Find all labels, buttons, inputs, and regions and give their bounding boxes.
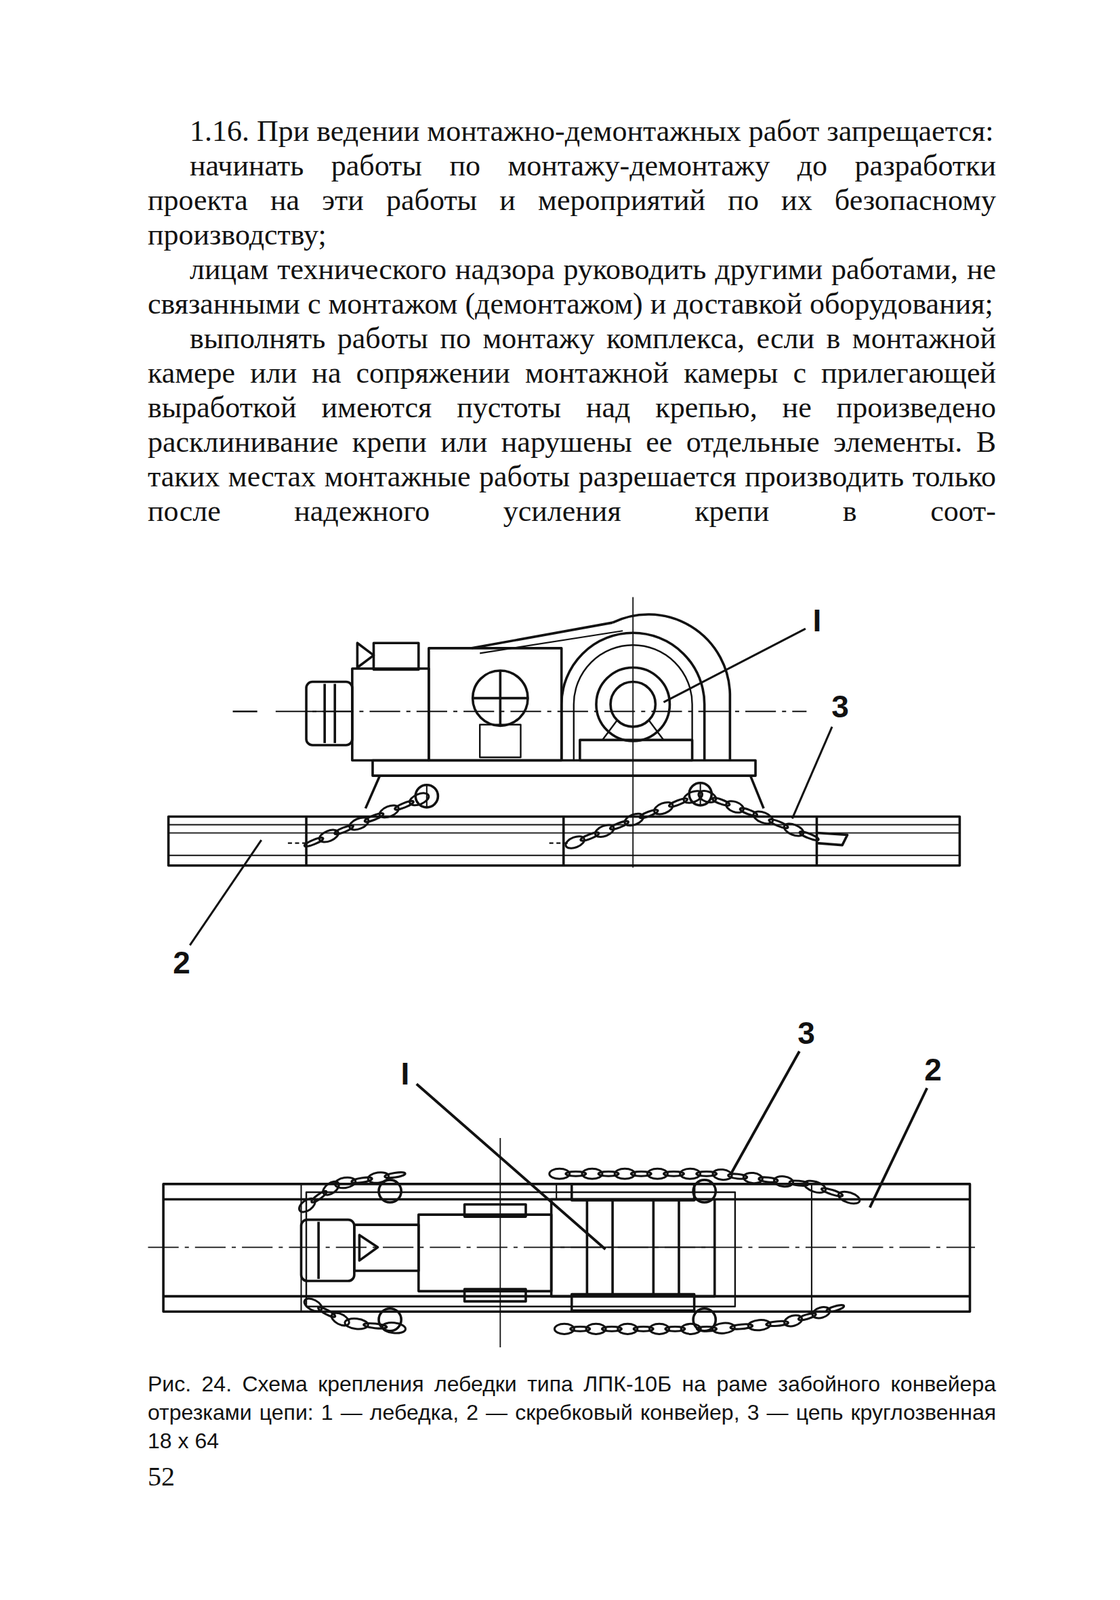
callout-number: 2 <box>924 1054 942 1086</box>
figure-line <box>792 727 833 820</box>
figure-line <box>163 1184 970 1312</box>
callout-number: 3 <box>831 691 849 723</box>
figure-line <box>663 628 805 702</box>
figure-line <box>384 1171 406 1179</box>
figure-line <box>464 1204 526 1217</box>
figure-line <box>573 645 693 761</box>
figure-line <box>306 682 353 746</box>
figure-line <box>612 614 730 761</box>
figure-line <box>306 710 353 713</box>
figure-line <box>378 1180 402 1203</box>
figure-line <box>836 1189 862 1207</box>
paragraph: 1.16. При ведении монтажно-демонтажных р… <box>147 113 997 149</box>
figure-line <box>562 816 566 866</box>
figure-line <box>571 1294 695 1312</box>
figure-line <box>551 1199 715 1297</box>
figure-line <box>306 1192 736 1308</box>
figure-line <box>323 684 326 744</box>
figure-line <box>359 1235 378 1261</box>
figure-line <box>372 760 756 777</box>
figure-line <box>317 1222 320 1280</box>
figure-line <box>147 1051 976 1348</box>
figure-line <box>310 1189 328 1205</box>
figure-line <box>426 785 428 808</box>
figure-line <box>317 1306 337 1320</box>
figure-line <box>869 1088 927 1208</box>
figure-line <box>731 1051 800 1175</box>
callout-number: I <box>813 605 822 637</box>
figure-line <box>816 833 847 846</box>
page-number: 52 <box>147 1463 175 1491</box>
figure-line <box>354 1225 419 1272</box>
figure-line <box>464 1289 526 1302</box>
paragraph: начинать работы по монтажу-демонтажу до … <box>147 148 997 253</box>
figure-caption: Рис. 24. Схема крепления лебедки типа ЛП… <box>147 1370 997 1456</box>
figure-line <box>147 596 976 1347</box>
figure-line <box>571 1184 695 1201</box>
figure-line <box>499 1138 501 1348</box>
figure-line <box>479 630 623 654</box>
figure-line <box>303 836 324 848</box>
figure-line <box>561 632 705 761</box>
figure-line <box>798 830 820 842</box>
figure-line <box>189 840 261 946</box>
figure-line <box>233 710 258 713</box>
figure-line <box>632 596 634 868</box>
figure-line <box>428 648 562 761</box>
paragraph: лицам технического надзора руководить др… <box>147 252 997 322</box>
figure-line <box>381 1321 406 1335</box>
figure-line <box>352 668 429 761</box>
figure-line <box>365 775 764 809</box>
figure-line <box>579 739 693 761</box>
figure-line <box>301 1220 355 1282</box>
figure-line <box>825 1304 845 1314</box>
paragraph: выполнять работы по монтажу комплекса, е… <box>147 321 997 529</box>
figure-line <box>551 1246 715 1249</box>
figure-line <box>802 1178 828 1196</box>
figure-line <box>416 1084 606 1250</box>
figure-line <box>602 719 664 740</box>
figure-line <box>472 670 528 726</box>
figure-line <box>499 670 503 726</box>
figure-line <box>563 834 586 851</box>
callout-number: 3 <box>797 1017 816 1049</box>
figure-line <box>418 1214 552 1292</box>
figure-line <box>333 684 337 744</box>
figure-line <box>596 667 670 741</box>
figure-line <box>699 783 702 806</box>
figure-line <box>357 643 374 668</box>
figure-line <box>168 816 961 866</box>
body-text: 1.16. При ведении монтажно-демонтажных р… <box>147 113 997 529</box>
figure-line <box>373 643 419 670</box>
figure-line <box>479 724 521 758</box>
figure-line <box>275 710 807 713</box>
callout-number: I <box>401 1058 410 1090</box>
figure-line <box>304 816 308 866</box>
figure-line <box>168 596 961 946</box>
figure-line <box>693 1180 716 1203</box>
callout-number: 2 <box>172 947 191 979</box>
figure-line <box>287 842 568 845</box>
figure-line <box>147 1246 976 1249</box>
figure-line <box>296 788 862 1335</box>
